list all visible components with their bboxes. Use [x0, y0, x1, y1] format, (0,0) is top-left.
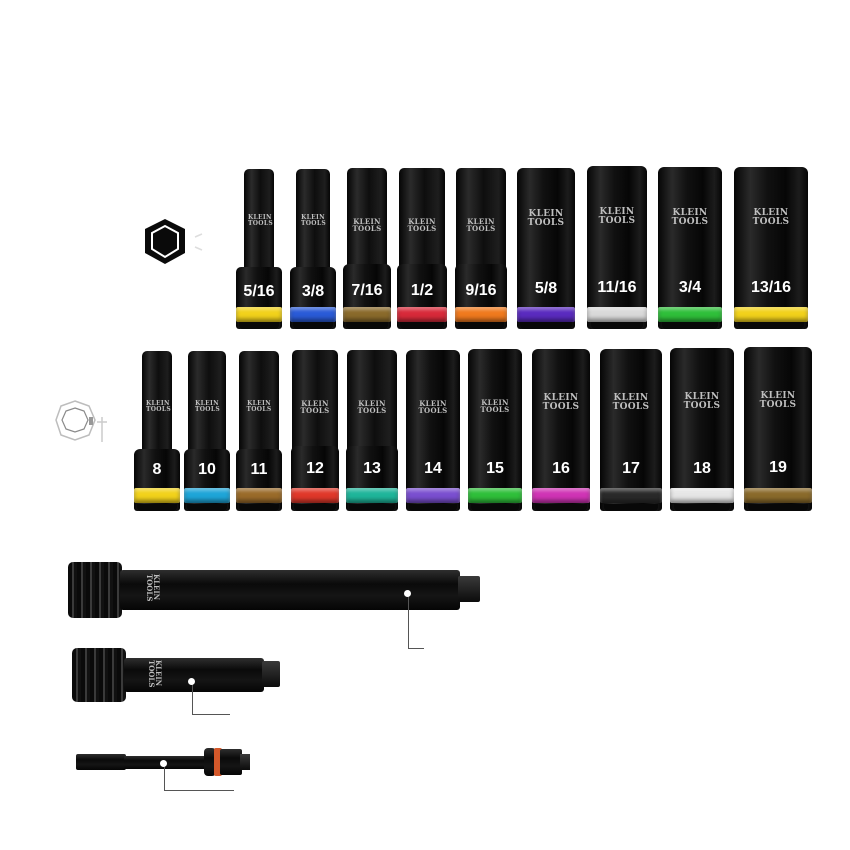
- color-ring: [397, 307, 447, 322]
- color-ring: [343, 307, 391, 322]
- color-ring: [346, 488, 398, 503]
- color-ring: [236, 488, 282, 503]
- color-ring: [406, 488, 460, 503]
- color-ring: [291, 488, 339, 503]
- color-ring: [734, 307, 808, 322]
- color-ring: [744, 488, 812, 503]
- hex-socket-icon: [145, 219, 203, 264]
- color-ring: [455, 307, 507, 322]
- twelve-point-socket-icon: [55, 400, 107, 442]
- color-ring: [600, 488, 662, 503]
- color-ring: [658, 307, 722, 322]
- color-ring: [134, 488, 180, 503]
- color-ring: [236, 307, 282, 322]
- color-ring: [670, 488, 734, 503]
- color-ring: [468, 488, 522, 503]
- color-ring: [587, 307, 647, 322]
- hex-shank-adapter: [76, 744, 252, 792]
- color-ring: [290, 307, 336, 322]
- color-ring: [184, 488, 230, 503]
- color-ring: [532, 488, 590, 503]
- color-ring: [517, 307, 575, 322]
